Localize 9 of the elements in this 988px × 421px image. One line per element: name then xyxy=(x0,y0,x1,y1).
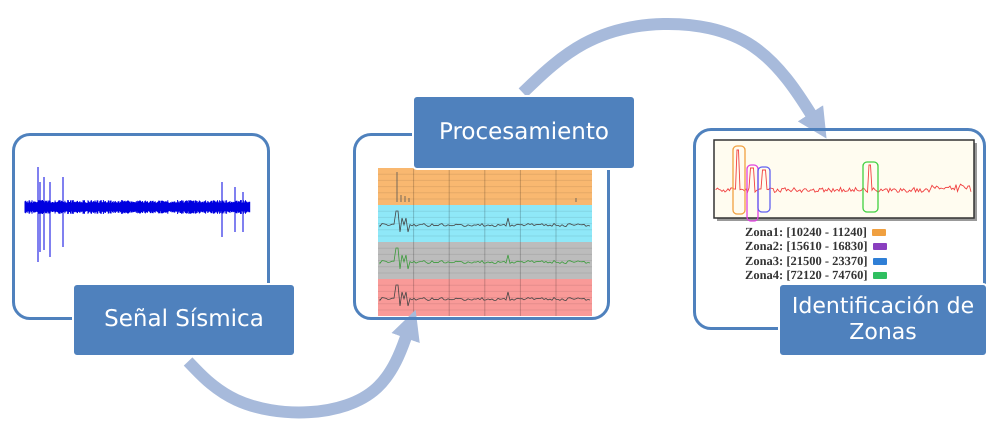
legend-text: Zona3: [21500 - 23370] xyxy=(745,254,868,269)
legend-text: Zona4: [72120 - 74760] xyxy=(745,268,868,283)
curved-arrow xyxy=(184,310,420,418)
curved-arrow xyxy=(518,18,827,139)
legend-text: Zona2: [15610 - 16830] xyxy=(745,239,868,254)
legend-text: Zona1: [10240 - 11240] xyxy=(745,225,867,240)
step-label: Identificación de Zonas xyxy=(778,283,988,357)
step-label: Señal Sísmica xyxy=(72,283,296,357)
step-label: Procesamiento xyxy=(412,95,636,170)
